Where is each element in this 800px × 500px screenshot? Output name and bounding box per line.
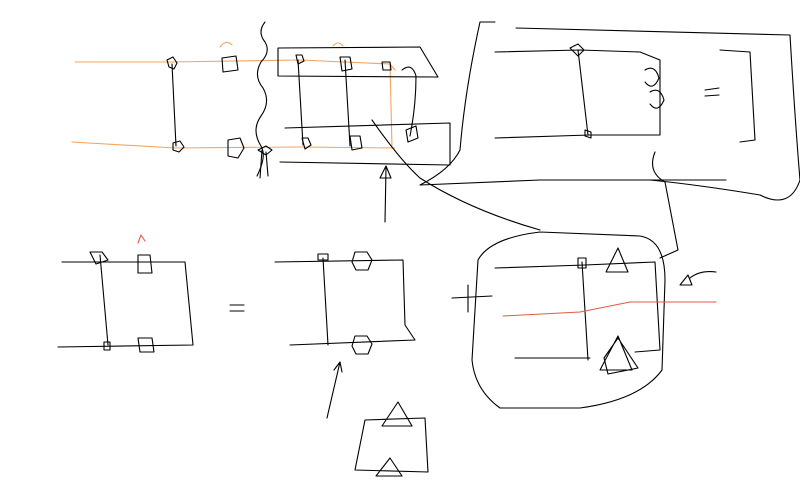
capacitor-box [221,55,239,73]
node [569,43,585,57]
box-outline [279,122,451,166]
cap [137,254,153,274]
node [584,129,592,139]
cap [137,337,155,353]
equals-sign [229,304,245,312]
node [301,137,312,150]
orange-hat [219,41,233,48]
arrow [679,271,717,286]
node [381,61,392,71]
red-wire [502,301,717,317]
arrow-up [326,361,343,419]
equals-sign [704,87,720,97]
node [166,56,178,70]
wire [297,59,304,146]
cap [351,251,373,271]
connector [371,119,679,259]
box-outline [277,46,439,78]
cap [351,335,373,355]
loop [401,66,417,137]
node [577,257,587,269]
wire [494,261,661,353]
wire [514,261,591,361]
wire [99,254,109,346]
wire [344,59,351,147]
wire [322,257,329,346]
node [172,140,185,153]
wire [57,261,194,348]
top-right-enclosure [371,21,800,259]
node [103,341,111,351]
bottom-middle-circuit [274,251,429,477]
wavy-divider [255,21,268,177]
orange-wire-vertical [389,63,393,149]
wire-vertical-left [171,63,177,147]
red-hat [137,234,146,244]
wire [274,259,416,346]
node [295,54,305,65]
triangle-cluster [599,335,639,375]
node [257,145,273,179]
cap [349,135,363,151]
bottom-right-circuit [451,231,717,409]
triangle [605,247,629,273]
top-left-circuit [71,21,451,223]
enclosure-outline [419,21,800,201]
box-with-triangles [354,401,429,477]
capacitor [644,67,665,109]
node [89,251,109,265]
arrow-up [379,165,392,223]
bottom-left-circuit [57,234,245,353]
orange-wire-top [74,59,396,71]
node [317,253,329,261]
wire [494,49,661,139]
orange-wire-bottom [71,141,396,149]
cap [339,56,353,72]
plus-sign [451,284,493,313]
wire [577,49,589,136]
bracket [719,49,756,143]
cap [405,125,419,143]
enclosure-outline [471,231,666,409]
orange-hat [332,42,344,47]
capacitor-box [227,137,245,159]
